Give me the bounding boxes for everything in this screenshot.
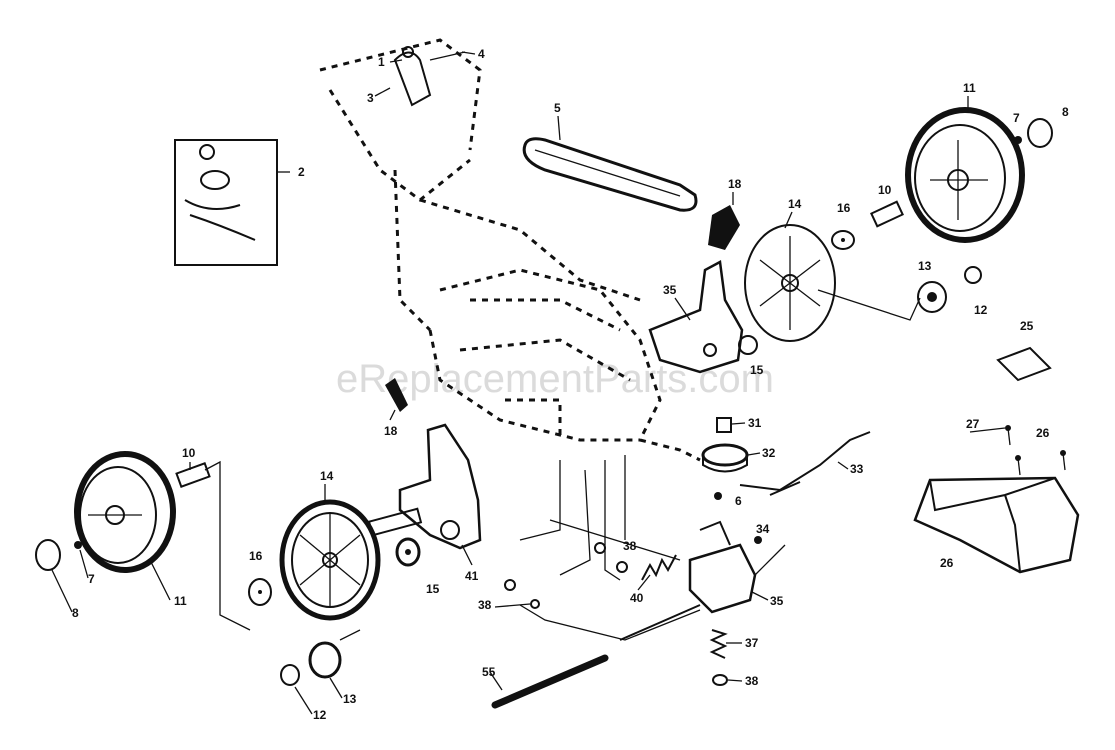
callout-13-left: 13: [343, 692, 357, 706]
callout-40: 40: [630, 591, 644, 605]
callout-3: 3: [367, 91, 374, 105]
screws: [1005, 425, 1066, 476]
height-bracket-right: [648, 260, 758, 374]
rear-skirt: [913, 476, 1080, 574]
callout-38-a: 38: [623, 539, 637, 553]
callout-14-left: 14: [320, 469, 334, 483]
wheel-left: [74, 451, 176, 573]
handle-bail: [393, 46, 466, 107]
spring-top: [708, 205, 740, 250]
callout-35-top: 35: [663, 283, 677, 297]
callout-37: 37: [745, 636, 759, 650]
callout-13-right: 13: [918, 259, 932, 273]
pinion-right: [817, 266, 982, 321]
spring-37: [709, 629, 728, 686]
callout-11-left: 11: [174, 594, 187, 608]
callout-16-left: 16: [249, 549, 263, 563]
hub-cap-left: [35, 539, 82, 571]
callout-14-right: 14: [788, 197, 802, 211]
drive-belt: [522, 137, 698, 212]
spring-mid: [385, 378, 408, 412]
callout-8-right: 8: [1062, 105, 1069, 119]
callout-11-right: 11: [963, 81, 976, 95]
callout-26-a: 26: [1036, 426, 1050, 440]
callout-15-right: 15: [750, 363, 764, 377]
callout-31: 31: [748, 416, 762, 430]
callout-1: 1: [378, 55, 385, 69]
callout-labels: 1 2 3 4 5 11 7 8 18 14 16 10 13 12 35 15…: [72, 47, 1069, 722]
callout-38-c: 38: [745, 674, 759, 688]
callout-5: 5: [554, 101, 561, 115]
mower-deck-outline: [319, 38, 701, 462]
pulley: [701, 417, 749, 473]
callout-34: 34: [756, 522, 770, 536]
callout-7-left: 7: [88, 572, 95, 586]
callout-leaders: [51, 51, 1006, 715]
axle-parts-right: [831, 200, 904, 250]
decal: [996, 346, 1052, 382]
callout-35-bottom: 35: [770, 594, 784, 608]
callout-18-top: 18: [728, 177, 742, 191]
washer-left: [248, 578, 272, 606]
callout-33: 33: [850, 462, 864, 476]
callout-6-mid: 6: [735, 494, 742, 508]
gear-wheel-right: [744, 224, 836, 342]
transmission: [549, 519, 786, 641]
callout-25: 25: [1020, 319, 1034, 333]
height-bracket-left: [367, 423, 482, 550]
drive-cable: [739, 431, 871, 496]
cable-inset: [174, 139, 278, 266]
callout-38-b: 38: [478, 598, 492, 612]
callout-2: 2: [298, 165, 305, 179]
spring-40: [641, 554, 677, 581]
callout-12-left: 12: [313, 708, 327, 722]
pinion-left-lower: [280, 629, 361, 686]
wheel-right: [905, 107, 1025, 243]
callout-10-left: 10: [182, 446, 196, 460]
callout-28: 26: [940, 556, 954, 570]
callout-32: 32: [762, 446, 776, 460]
callout-12-right: 12: [974, 303, 988, 317]
leader-lines: [519, 455, 701, 641]
callout-7-right: 7: [1013, 111, 1020, 125]
callout-41: 41: [465, 569, 479, 583]
callout-27: 27: [966, 417, 980, 431]
bushing-left: [175, 460, 251, 631]
callout-18-mid: 18: [384, 424, 398, 438]
callout-4: 4: [478, 47, 485, 61]
hub-cap-right: [1014, 118, 1053, 148]
rear-axle: [491, 654, 609, 709]
pinion-left: [395, 537, 421, 567]
callout-8-left: 8: [72, 606, 79, 620]
callout-16-right: 16: [837, 201, 851, 215]
callout-15-left: 15: [426, 582, 440, 596]
fasteners: [504, 492, 762, 609]
callout-10-right: 10: [878, 183, 892, 197]
watermark-text: eReplacementParts.com: [336, 357, 774, 401]
gear-wheel-left: [279, 499, 381, 621]
